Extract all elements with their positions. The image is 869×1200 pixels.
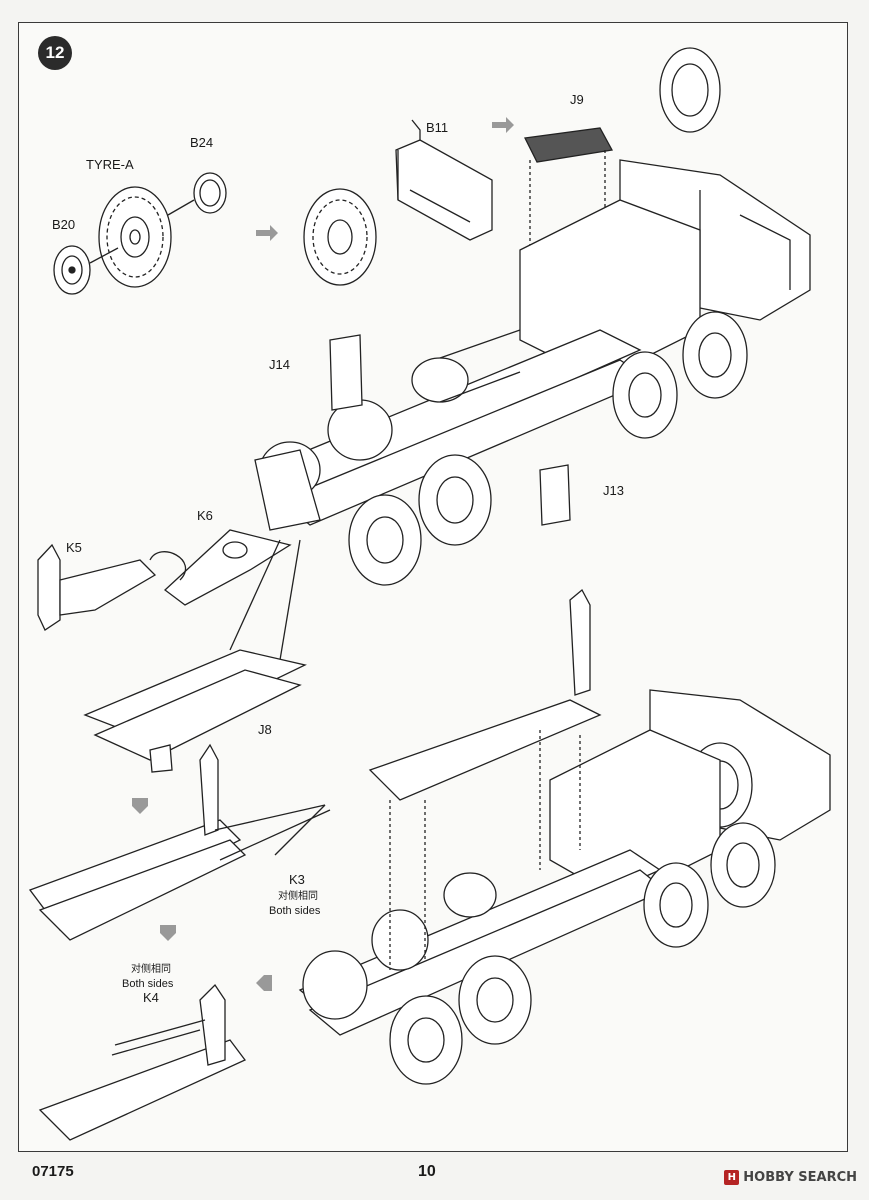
label-k4: K4 — [143, 990, 159, 1005]
label-b20: B20 — [52, 217, 76, 232]
label-k3-note-cn: 对侧相同 — [278, 891, 318, 902]
b20-hub-drawing — [53, 245, 91, 295]
label-k6: K6 — [197, 508, 213, 523]
page-number: 10 — [418, 1163, 436, 1180]
tyre-a-drawing — [98, 186, 172, 288]
lower-truck-drawing — [298, 588, 831, 1085]
b24-ring-drawing — [193, 172, 227, 214]
label-k4-note-en: Both sides — [122, 978, 174, 990]
j8-frame-drawing — [83, 649, 307, 773]
label-b11: B11 — [426, 120, 449, 135]
label-j14: J14 — [269, 357, 290, 372]
k5-part-drawing — [37, 543, 157, 631]
product-code: 07175 — [32, 1163, 74, 1180]
label-b24: B24 — [190, 135, 214, 150]
watermark-text: HOBBY SEARCH — [743, 1170, 857, 1185]
watermark-logo-icon: H — [724, 1170, 740, 1185]
rear-frame-assembly-1 — [28, 743, 331, 941]
label-j9: J9 — [570, 92, 584, 107]
label-j8: J8 — [258, 722, 272, 737]
label-k3-note-en: Both sides — [269, 905, 321, 917]
watermark: H HOBBY SEARCH — [724, 1170, 857, 1185]
b11-bracket-drawing — [395, 119, 493, 241]
k6-part-drawing — [163, 529, 292, 606]
step-number-badge: 12 — [38, 36, 72, 70]
label-k5: K5 — [66, 540, 82, 555]
upper-truck-drawing — [254, 47, 811, 586]
label-k3: K3 — [289, 872, 305, 887]
label-k4-note-cn: 对侧相同 — [131, 964, 171, 975]
rear-frame-assembly-2 — [38, 983, 247, 1141]
spare-wheel-drawing — [303, 188, 377, 286]
label-j13: J13 — [603, 483, 624, 498]
label-tyre-a: TYRE-A — [86, 157, 134, 172]
